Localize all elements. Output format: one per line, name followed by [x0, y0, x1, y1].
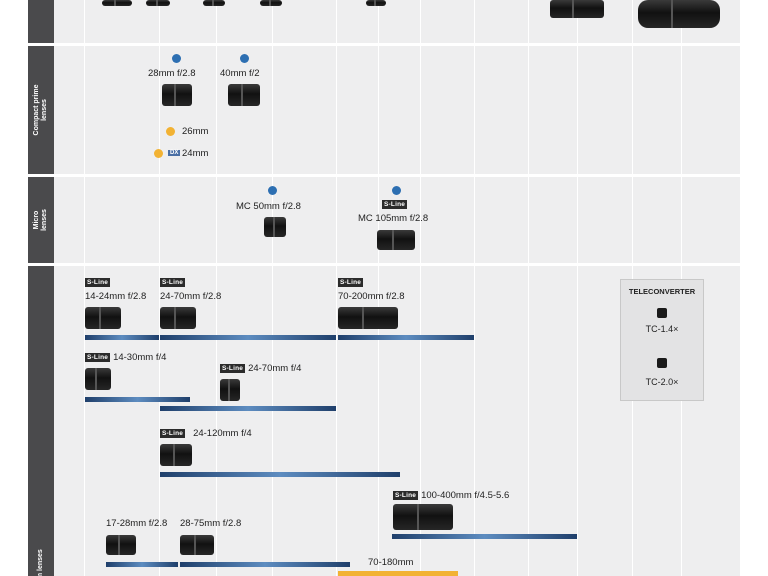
teleconverter-box: TELECONVERTER TC-1.4× TC-2.0×: [620, 279, 704, 401]
lens-image: [102, 0, 132, 6]
row-separator: [28, 174, 740, 177]
grid-line: [528, 0, 529, 576]
tc20-image: [657, 358, 667, 368]
lens-label-70-180: 70-180mm: [368, 557, 414, 568]
teleconverter-title: TELECONVERTER: [628, 287, 696, 296]
lens-14-24-image: [85, 307, 121, 329]
s-line-badge: S-Line: [85, 278, 111, 287]
lens-image: [203, 0, 225, 6]
grid-line: [336, 0, 337, 576]
fx-mount-icon: [268, 186, 277, 195]
micro-sidebar: Micro lenses: [28, 177, 54, 263]
lens-28-75-image: [180, 535, 214, 555]
planned-lens-icon: [154, 149, 163, 158]
fx-mount-icon: [392, 186, 401, 195]
lens-image: [146, 0, 170, 6]
zoom-sidebar: Zoom lenses: [28, 266, 54, 576]
grid-line: [159, 0, 160, 576]
lens-40mm-image: [228, 84, 260, 106]
s-line-badge: S-Line: [220, 364, 246, 373]
range-bar-14-24: [85, 335, 159, 340]
fx-mount-icon: [172, 54, 181, 63]
fx-mount-icon: [240, 54, 249, 63]
lens-14-30-image: [85, 368, 111, 390]
lens-label-14-24: 14-24mm f/2.8: [85, 291, 147, 302]
s-line-badge: S-Line: [160, 429, 186, 438]
s-line-badge: S-Line: [85, 353, 111, 362]
s-line-badge: S-Line: [160, 278, 186, 287]
range-bar-100-400: [392, 534, 577, 539]
tc20-label: TC-2.0×: [645, 377, 679, 387]
zoom-category-label: Zoom lenses: [37, 549, 44, 576]
lens-70-200-image: [338, 307, 398, 329]
lens-image: [638, 0, 720, 28]
lens-24-120-image: [160, 444, 192, 466]
lens-name-14-30: 14-30mm f/4: [113, 352, 167, 363]
lens-image: [550, 0, 604, 18]
lens-label-28mm: 28mm f/2.8: [148, 68, 196, 79]
lens-label-17-28: 17-28mm f/2.8: [106, 518, 168, 529]
grid-line: [272, 0, 273, 576]
tc14-label: TC-1.4×: [645, 324, 679, 334]
dx-format-icon: DX: [168, 150, 181, 156]
grid-line: [577, 0, 578, 576]
lens-mc105-image: [377, 230, 415, 250]
lens-image: [260, 0, 282, 6]
lens-mc50-image: [264, 217, 286, 237]
range-bar-70-180: [338, 571, 458, 576]
s-line-badge: S-Line: [338, 278, 364, 287]
range-bar-17-28: [106, 562, 178, 567]
lens-label-40mm: 40mm f/2: [220, 68, 260, 79]
lens-17-28-image: [106, 535, 136, 555]
lens-label-70-200: 70-200mm f/2.8: [338, 291, 405, 302]
grid-line: [216, 0, 217, 576]
range-bar-24-70-4: [160, 406, 336, 411]
lens-name-100-400: 100-400mm f/4.5-5.6: [421, 490, 510, 501]
tc14-image: [657, 308, 667, 318]
lens-label-24-120: S-Line 24-120mm f/4: [160, 428, 252, 439]
planned-lens-icon: [166, 127, 175, 136]
lens-100-400-image: [393, 504, 453, 530]
lens-name-24-70-4: 24-70mm f/4: [248, 363, 302, 374]
range-bar-24-120: [160, 472, 400, 477]
top-row-sidebar: [28, 0, 54, 43]
top-row-bg: [54, 0, 740, 43]
compact-sidebar: Compact prime lenses: [28, 46, 54, 174]
grid-line: [84, 0, 85, 576]
row-separator: [28, 263, 740, 266]
s-line-badge: S-Line: [393, 491, 419, 500]
lens-label-24mm: 24mm: [182, 148, 209, 159]
lens-label-mc50: MC 50mm f/2.8: [236, 201, 301, 212]
compact-category-label: Compact prime lenses: [33, 84, 48, 136]
lens-28mm-image: [162, 84, 192, 106]
row-separator: [28, 43, 740, 46]
lens-24-70-28-image: [160, 307, 196, 329]
lens-label-28-75: 28-75mm f/2.8: [180, 518, 242, 529]
range-bar-24-70-28: [160, 335, 336, 340]
lens-image: [366, 0, 386, 6]
micro-category-label: Micro lenses: [33, 209, 48, 231]
range-bar-28-75: [180, 562, 350, 567]
lens-name-24-120: 24-120mm f/4: [193, 428, 252, 439]
grid-line: [474, 0, 475, 576]
grid-line: [420, 0, 421, 576]
lens-24-70-4-image: [220, 379, 240, 401]
lens-label-mc105: MC 105mm f/2.8: [358, 213, 429, 224]
s-line-badge: S-Line: [382, 200, 408, 209]
range-bar-14-30: [85, 397, 190, 402]
range-bar-70-200: [338, 335, 474, 340]
grid-line: [378, 0, 379, 576]
lens-label-24-70-28: 24-70mm f/2.8: [160, 291, 222, 302]
lens-label-26mm: 26mm: [182, 126, 209, 137]
